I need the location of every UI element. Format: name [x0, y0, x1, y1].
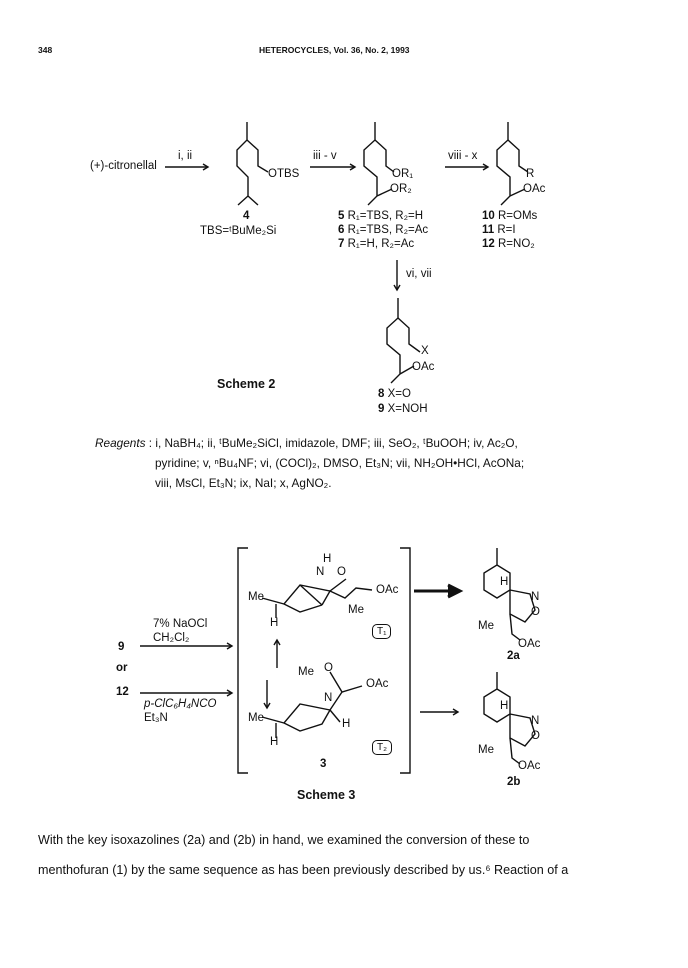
- t1-badge: T₁: [372, 624, 392, 639]
- t2-h-right: H: [342, 718, 351, 730]
- t2-oac-label: OAc: [366, 678, 389, 690]
- condition-isocyanate: p-ClC₆H₄NCO: [144, 698, 217, 710]
- scheme-3-title: Scheme 3: [297, 788, 356, 802]
- body-line-1: With the key isoxazolines (2a) and (2b) …: [38, 833, 530, 847]
- t2-h-label: H: [270, 736, 279, 748]
- compound-9-line: 9 X=NOH: [378, 403, 428, 415]
- 2b-h-label: H: [500, 700, 509, 712]
- start-material: (+)-citronellal: [90, 160, 157, 172]
- t1-h-label: H: [270, 617, 279, 629]
- t1-oac-label: OAc: [376, 584, 399, 596]
- t2-n-plus: N: [324, 692, 333, 704]
- compound-5-line: 5 R₁=TBS, R₂=H: [338, 210, 423, 222]
- 2a-h-label: H: [500, 576, 509, 588]
- compound-2a-label: 2a: [507, 650, 520, 662]
- t2-me-label: Me: [298, 666, 314, 678]
- compound-6-label: 6: [338, 224, 345, 236]
- compound-3-label: 3: [320, 758, 327, 770]
- compound-6-line: 6 R₁=TBS, R₂=Ac: [338, 224, 428, 236]
- compound-7-line: 7 R₁=H, R₂=Ac: [338, 238, 414, 250]
- compound-7-label: 7: [338, 238, 345, 250]
- compound-9-label: 9: [378, 403, 385, 415]
- reagents-line-3: viii, MsCl, Et₃N; ix, NaI; x, AgNO₂.: [155, 476, 332, 490]
- t2-badge: T₂: [372, 740, 392, 755]
- 2a-o-label: O: [531, 606, 540, 618]
- t1-me-lower: Me: [348, 604, 364, 616]
- reagents-text-1: : i, NaBH₄; ii, ᵗBuMe₂SiCl, imidazole, D…: [148, 436, 518, 450]
- 2b-oac-label: OAc: [518, 760, 541, 772]
- x-label: X: [421, 345, 429, 357]
- oac-label-8: OAc: [412, 361, 435, 373]
- condition-et3n: Et₃N: [144, 712, 168, 724]
- arrow-label-viii-x: viii - x: [448, 150, 478, 162]
- or2-label: OR₂: [390, 183, 412, 195]
- compound-11-def: R=I: [497, 224, 516, 236]
- compound-5-def: R₁=TBS, R₂=H: [347, 210, 424, 222]
- compound-10-line: 10 R=OMs: [482, 210, 537, 222]
- compound-5-label: 5: [338, 210, 345, 222]
- compound-12-label: 12: [482, 238, 495, 250]
- or1-label: OR₁: [392, 168, 414, 180]
- compound-11-label: 11: [482, 224, 495, 236]
- 2b-o-label: O: [531, 730, 540, 742]
- compound-8-line: 8 X=O: [378, 388, 411, 400]
- compound-9-ref: 9: [118, 641, 125, 653]
- compound-12-def: R=NO₂: [498, 238, 535, 250]
- compound-12-ref: 12: [116, 686, 129, 698]
- condition-ch2cl2: CH₂Cl₂: [153, 632, 190, 644]
- page-number: 348: [38, 45, 53, 55]
- t1-n-plus: N: [316, 566, 325, 578]
- compound-4-label: 4: [243, 210, 250, 222]
- tbs-definition: TBS=ᵗBuMe₂Si: [200, 225, 277, 237]
- t1-me-label: Me: [248, 591, 264, 603]
- arrow-label-i-ii: i, ii: [178, 150, 193, 162]
- compound-9-def: X=NOH: [387, 403, 428, 415]
- compound-8-def: X=O: [387, 388, 411, 400]
- 2a-n-label: N: [531, 591, 540, 603]
- 2a-me-label: Me: [478, 620, 494, 632]
- otbs-label: OTBS: [268, 168, 300, 180]
- t2-o-minus: O: [324, 662, 333, 674]
- t2-me-lower: Me: [248, 712, 264, 724]
- arrow-label-iii-v: iii - v: [313, 150, 337, 162]
- t1-h-top: H: [323, 553, 332, 565]
- reagents-line-1: Reagents : i, NaBH₄; ii, ᵗBuMe₂SiCl, imi…: [95, 433, 518, 453]
- r-label: R: [526, 168, 535, 180]
- scheme-2-title: Scheme 2: [217, 377, 276, 391]
- compound-8-label: 8: [378, 388, 385, 400]
- 2b-n-label: N: [531, 715, 540, 727]
- compound-10-label: 10: [482, 210, 495, 222]
- compound-10-def: R=OMs: [498, 210, 538, 222]
- t1-o-minus: O: [337, 566, 346, 578]
- running-header: HETEROCYCLES, Vol. 36, No. 2, 1993: [259, 45, 410, 55]
- condition-naocl: 7% NaOCl: [153, 618, 208, 630]
- condition-isocyanate-text: p-ClC₆H₄NCO: [144, 698, 217, 710]
- compound-6-def: R₁=TBS, R₂=Ac: [347, 224, 429, 236]
- compound-12-line: 12 R=NO₂: [482, 238, 535, 250]
- reagents-label: Reagents: [95, 436, 146, 450]
- 2b-me-label: Me: [478, 744, 494, 756]
- reagents-line-2: pyridine; v, ⁿBu₄NF; vi, (COCl)₂, DMSO, …: [155, 456, 525, 470]
- arrow-label-vi-vii: vi, vii: [406, 268, 432, 280]
- compound-2b-label: 2b: [507, 776, 521, 788]
- 2a-oac-label: OAc: [518, 638, 541, 650]
- or-label: or: [116, 662, 128, 674]
- body-line-2: menthofuran (1) by the same sequence as …: [38, 863, 569, 877]
- compound-11-line: 11 R=I: [482, 224, 516, 236]
- compound-7-def: R₁=H, R₂=Ac: [347, 238, 415, 250]
- oac-label-10: OAc: [523, 183, 546, 195]
